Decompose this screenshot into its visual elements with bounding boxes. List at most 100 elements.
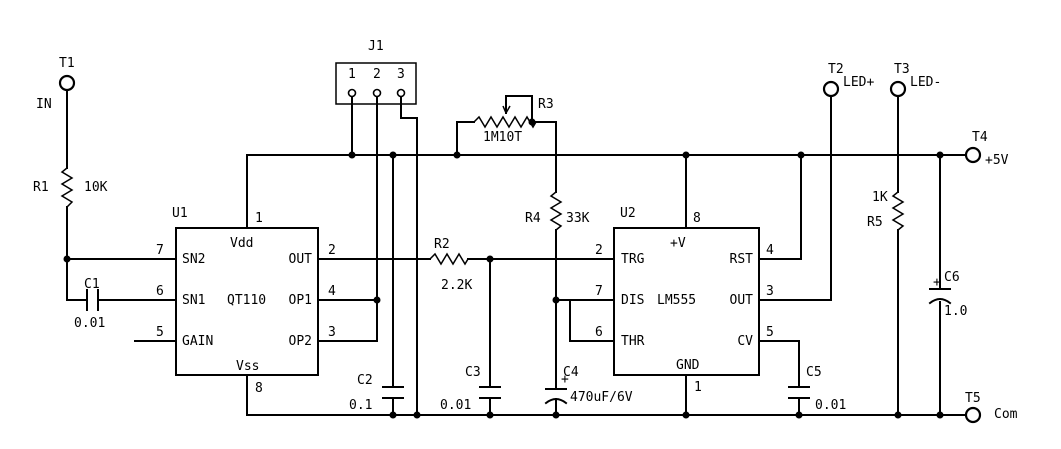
c2-plates xyxy=(382,386,404,399)
u2-pin-number: 3 xyxy=(766,284,774,299)
u2-pin-number: 6 xyxy=(595,325,603,340)
junction-dot xyxy=(682,151,690,159)
c1-ref: C1 xyxy=(84,277,100,292)
junction-dot xyxy=(486,255,494,263)
junction-dot xyxy=(389,411,397,419)
u1-pin-number: 2 xyxy=(328,243,336,258)
c5-ref: C5 xyxy=(806,365,822,380)
terminal-t5-label: Com xyxy=(994,407,1018,422)
terminal-t3-label: LED- xyxy=(910,75,941,90)
u1-pin-name: GAIN xyxy=(182,334,213,349)
capacitor-c6: + C6 1.0 xyxy=(928,270,967,319)
u1-pin-name: Vss xyxy=(236,359,259,374)
u2-pin-number: 5 xyxy=(766,325,774,340)
r3-right-wire xyxy=(535,121,557,193)
terminal-t4: T4 +5V xyxy=(964,130,1009,168)
u2-body xyxy=(613,227,760,376)
c6-ref: C6 xyxy=(944,270,960,285)
u1-body xyxy=(175,227,319,376)
u1-pin-number: 5 xyxy=(156,325,164,340)
c3-ref: C3 xyxy=(465,365,481,380)
resistor-r1: R1 10K xyxy=(33,167,108,208)
r3-ref: R3 xyxy=(538,97,554,112)
c2-value: 0.1 xyxy=(349,398,372,413)
junction-dot xyxy=(936,411,944,419)
cv-wire xyxy=(758,340,800,388)
u2-pin-name: +V xyxy=(670,236,686,251)
c6-value: 1.0 xyxy=(944,304,967,319)
terminal-t3-ref: T3 xyxy=(894,62,910,77)
u1-pin-number: 3 xyxy=(328,325,336,340)
potentiometer-r3: R3 1M10T xyxy=(473,97,554,145)
r3-value: 1M10T xyxy=(483,130,522,145)
u1-pin-name: OP1 xyxy=(289,293,312,308)
terminal-t2-ring xyxy=(822,80,840,98)
connector-j1: J1 1 2 3 xyxy=(335,39,417,105)
u1-pin-name: SN1 xyxy=(182,293,205,308)
u1-pin-number: 1 xyxy=(255,211,263,226)
capacitor-c2: C2 0.1 xyxy=(349,373,404,413)
u2-pin-name: DIS xyxy=(621,293,644,308)
u1-part: QT110 xyxy=(227,293,266,308)
c5-value: 0.01 xyxy=(815,398,846,413)
r4-value: 33K xyxy=(566,211,590,226)
u2-ref: U2 xyxy=(620,206,636,221)
junction-dot xyxy=(453,151,461,159)
junction-dot xyxy=(486,411,494,419)
u2-pin-number: 8 xyxy=(693,211,701,226)
j1-ref: J1 xyxy=(368,39,384,54)
u1-pin-name: SN2 xyxy=(182,252,205,267)
ic-u1: U1 QT110 Vdd SN2 SN1 GAIN OUT OP1 OP2 Vs… xyxy=(156,206,336,396)
junction-dot xyxy=(413,411,421,419)
c4-ref: C4 xyxy=(563,365,579,380)
capacitor-c3: C3 0.01 xyxy=(440,365,501,413)
terminal-t2-label: LED+ xyxy=(843,75,874,90)
resistor-r2: R2 2.2K xyxy=(429,237,472,293)
u1-pin-name: OP2 xyxy=(289,334,312,349)
junction-dot xyxy=(936,151,944,159)
r2-ref: R2 xyxy=(434,237,450,252)
r1-ref: R1 xyxy=(33,180,49,195)
terminal-t5-ring xyxy=(964,406,982,424)
terminal-t3: T3 LED- xyxy=(889,62,941,98)
c5-plates xyxy=(788,386,810,399)
j1-pin xyxy=(372,88,382,98)
terminal-t1: T1 IN xyxy=(36,56,76,112)
u1-pin-number: 6 xyxy=(156,284,164,299)
r3-wiper-arrow xyxy=(502,105,511,114)
u2-out-wire xyxy=(758,95,832,301)
r5-ref: R5 xyxy=(867,215,883,230)
c2-ref: C2 xyxy=(357,373,373,388)
r5-zigzag xyxy=(891,191,905,231)
r3-left-wire xyxy=(456,121,475,156)
terminal-t5: T5 Com xyxy=(964,391,1018,424)
junction-dot xyxy=(795,411,803,419)
u2-part: LM555 xyxy=(657,293,696,308)
junction-dot xyxy=(894,411,902,419)
r2-value: 2.2K xyxy=(441,278,472,293)
c6-plate-negative xyxy=(928,298,952,305)
c3-plates xyxy=(479,386,501,399)
j1-pin xyxy=(396,88,406,98)
terminal-t1-label: IN xyxy=(36,97,52,112)
r1-value: 10K xyxy=(84,180,108,195)
u1-pin-number: 4 xyxy=(328,284,336,299)
rst-wire xyxy=(758,154,802,260)
j1-pin-label: 3 xyxy=(397,67,405,82)
terminal-t4-ring xyxy=(964,146,982,164)
c3-value: 0.01 xyxy=(440,398,471,413)
r5-value: 1K xyxy=(872,190,888,205)
terminal-t1-ref: T1 xyxy=(59,56,75,71)
capacitor-c1: C1 0.01 xyxy=(74,277,105,331)
u2-pin-name: CV xyxy=(737,334,753,349)
junction-dot xyxy=(682,411,690,419)
u2-pin-name: GND xyxy=(676,358,700,373)
r4-zigzag xyxy=(549,191,563,231)
junctions xyxy=(63,118,944,419)
u2-pin-number: 4 xyxy=(766,243,774,258)
u1-pin-name: OUT xyxy=(289,252,313,267)
capacitor-c5: C5 0.01 xyxy=(788,365,846,413)
wires xyxy=(66,89,967,416)
j1-housing xyxy=(335,62,417,105)
